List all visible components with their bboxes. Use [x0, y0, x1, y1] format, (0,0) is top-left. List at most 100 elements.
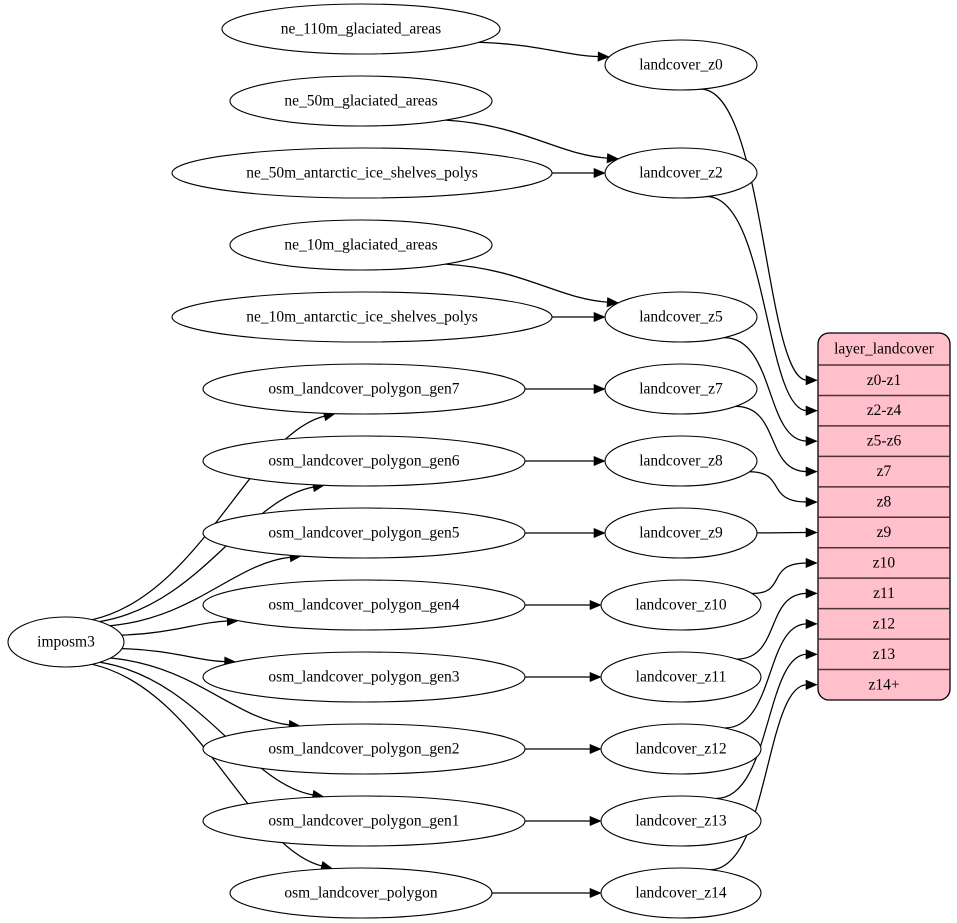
node-landcover_z5[interactable]: landcover_z5 [604, 291, 758, 343]
node-osm_landcover_polygon_gen4[interactable]: osm_landcover_polygon_gen4 [202, 579, 526, 631]
node-shape [202, 795, 526, 847]
node-label: osm_landcover_polygon [284, 885, 438, 902]
table-row-z8[interactable]: z8 [818, 486, 950, 511]
edge-imposm3-to-osm_landcover_polygon_gen2 [110, 657, 291, 726]
edge-arrowhead [593, 167, 606, 179]
edge-landcover_z14-to-z14+ [710, 684, 808, 871]
edge-arrowhead [805, 405, 818, 416]
edge-arrowhead [606, 297, 620, 308]
node-osm_landcover_polygon_gen1[interactable]: osm_landcover_polygon_gen1 [202, 795, 526, 847]
table-row-z5-z6[interactable]: z5-z6 [818, 425, 950, 450]
node-landcover_z10[interactable]: landcover_z10 [600, 579, 762, 631]
edge-landcover_z13-to-z13 [716, 653, 808, 800]
node-shape [604, 507, 758, 559]
node-label: landcover_z8 [639, 453, 723, 470]
node-label: landcover_z12 [635, 741, 726, 758]
node-landcover_z12[interactable]: landcover_z12 [600, 723, 762, 775]
table-row-z7[interactable]: z7 [818, 455, 950, 480]
edge-landcover_z5-to-z5-z6 [724, 336, 808, 442]
node-label: landcover_z2 [639, 165, 723, 182]
node-label: osm_landcover_polygon_gen2 [268, 741, 459, 758]
edge-arrowhead [589, 887, 602, 899]
table-node-layer-landcover[interactable]: layer_landcoverz0-z1z2-z4z5-z6z7z8z9z10z… [817, 332, 951, 701]
edge-imposm3-to-osm_landcover_polygon_gen4 [121, 620, 229, 636]
node-osm_landcover_polygon[interactable]: osm_landcover_polygon [229, 867, 493, 919]
node-landcover_z2[interactable]: landcover_z2 [604, 147, 758, 199]
edge-imposm3-to-osm_landcover_polygon_gen3 [121, 647, 226, 663]
row-label: z0-z1 [867, 372, 901, 389]
edge-landcover_z2-to-z2-z4 [706, 195, 808, 412]
edge-arrowhead [589, 815, 602, 827]
edge-arrowhead [805, 649, 818, 660]
table-row-z14+[interactable]: z14+ [818, 668, 950, 694]
table-row-z13[interactable]: z13 [818, 638, 950, 663]
edge-imposm3-to-osm_landcover_polygon_gen1 [99, 661, 314, 796]
node-osm_landcover_polygon_gen6[interactable]: osm_landcover_polygon_gen6 [202, 435, 526, 487]
node-shape [171, 147, 553, 199]
edge-arrowhead [805, 466, 818, 477]
node-shape [202, 579, 526, 631]
edge-arrowhead [593, 455, 606, 467]
node-ne_10m_glaciated_areas[interactable]: ne_10m_glaciated_areas [229, 219, 493, 271]
edge-imposm3-to-osm_landcover_polygon_gen7 [92, 415, 326, 621]
row-label: z9 [877, 524, 892, 541]
node-landcover_z13[interactable]: landcover_z13 [600, 795, 762, 847]
node-label: ne_50m_glaciated_areas [284, 93, 437, 110]
edge-arrowhead [805, 618, 818, 629]
edge-arrowhead [606, 153, 620, 164]
node-shape [600, 867, 762, 919]
node-osm_landcover_polygon_gen5[interactable]: osm_landcover_polygon_gen5 [202, 507, 526, 559]
row-label: z13 [873, 646, 896, 663]
node-label: osm_landcover_polygon_gen6 [268, 453, 459, 470]
node-landcover_z11[interactable]: landcover_z11 [600, 651, 762, 703]
node-shape [600, 723, 762, 775]
table-row-z12[interactable]: z12 [818, 607, 950, 633]
node-label: landcover_z10 [635, 597, 726, 614]
node-label: ne_10m_glaciated_areas [284, 237, 437, 254]
table-row-z10[interactable]: z10 [818, 546, 950, 572]
node-osm_landcover_polygon_gen3[interactable]: osm_landcover_polygon_gen3 [202, 651, 526, 703]
edge-arrowhead [589, 743, 602, 755]
table-row-z11[interactable]: z11 [818, 577, 950, 602]
edges-layer [92, 41, 818, 899]
row-label: z12 [873, 615, 895, 632]
node-osm_landcover_polygon_gen7[interactable]: osm_landcover_polygon_gen7 [202, 363, 526, 415]
node-landcover_z7[interactable]: landcover_z7 [604, 363, 758, 415]
edge-landcover_z11-to-z11 [736, 592, 808, 660]
row-label: z5-z6 [867, 433, 902, 450]
node-label: osm_landcover_polygon_gen5 [268, 525, 459, 542]
node-landcover_z9[interactable]: landcover_z9 [604, 507, 758, 559]
edge-arrowhead [805, 557, 818, 569]
nodes-layer: imposm3 ne_110m_glaciated_areas ne_50m_gla… [7, 3, 762, 919]
node-label: landcover_z0 [639, 57, 723, 74]
node-label: landcover_z7 [639, 381, 723, 398]
node-label: landcover_z9 [639, 525, 723, 542]
node-osm_landcover_polygon_gen2[interactable]: osm_landcover_polygon_gen2 [202, 723, 526, 775]
node-shape [229, 75, 493, 127]
edge-arrowhead [593, 527, 606, 539]
edge-arrowhead [589, 671, 602, 683]
node-ne_50m_antarctic_ice_shelves_polys[interactable]: ne_50m_antarctic_ice_shelves_polys [171, 147, 553, 199]
edge-landcover_z12-to-z12 [724, 623, 808, 729]
edge-arrowhead [805, 436, 818, 447]
node-imposm3[interactable]: imposm3 [7, 616, 125, 668]
node-landcover_z14[interactable]: landcover_z14 [600, 867, 762, 919]
node-shape [604, 291, 758, 343]
table-row-z9[interactable]: z9 [818, 516, 950, 541]
edge-imposm3-to-osm_landcover_polygon_gen5 [110, 556, 292, 627]
node-landcover_z8[interactable]: landcover_z8 [604, 435, 758, 487]
node-label: landcover_z13 [635, 813, 726, 830]
node-landcover_z0[interactable]: landcover_z0 [604, 39, 758, 91]
node-ne_50m_glaciated_areas[interactable]: ne_50m_glaciated_areas [229, 75, 493, 127]
edge-arrowhead [805, 588, 818, 599]
table-row-z2-z4[interactable]: z2-z4 [818, 394, 950, 419]
node-ne_10m_antarctic_ice_shelves_polys[interactable]: ne_10m_antarctic_ice_shelves_polys [171, 291, 553, 343]
node-shape [7, 616, 125, 668]
table-row-z0-z1[interactable]: z0-z1 [867, 372, 901, 389]
node-label: ne_110m_glaciated_areas [281, 21, 441, 38]
node-shape [171, 291, 553, 343]
row-label: z7 [877, 463, 892, 480]
node-ne_110m_glaciated_areas[interactable]: ne_110m_glaciated_areas [221, 3, 501, 55]
node-label: landcover_z5 [639, 309, 723, 326]
node-shape [202, 723, 526, 775]
